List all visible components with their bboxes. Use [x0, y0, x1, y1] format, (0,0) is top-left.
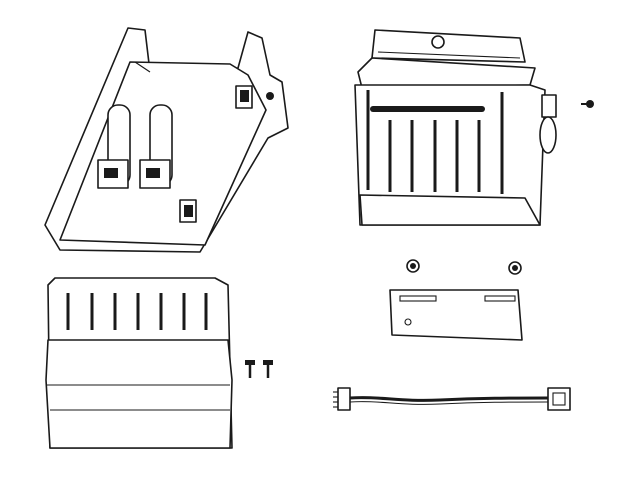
thumb-nuts — [406, 259, 522, 275]
cover-screws — [245, 360, 273, 378]
front-cover — [45, 277, 233, 449]
media-tray — [44, 27, 289, 253]
cutter-module — [354, 29, 557, 226]
connection-cable — [333, 387, 571, 411]
mounting-bracket — [389, 289, 523, 341]
cover-vents — [66, 293, 208, 330]
mounting-screw-single — [581, 100, 594, 108]
cutter-vents — [366, 90, 504, 194]
